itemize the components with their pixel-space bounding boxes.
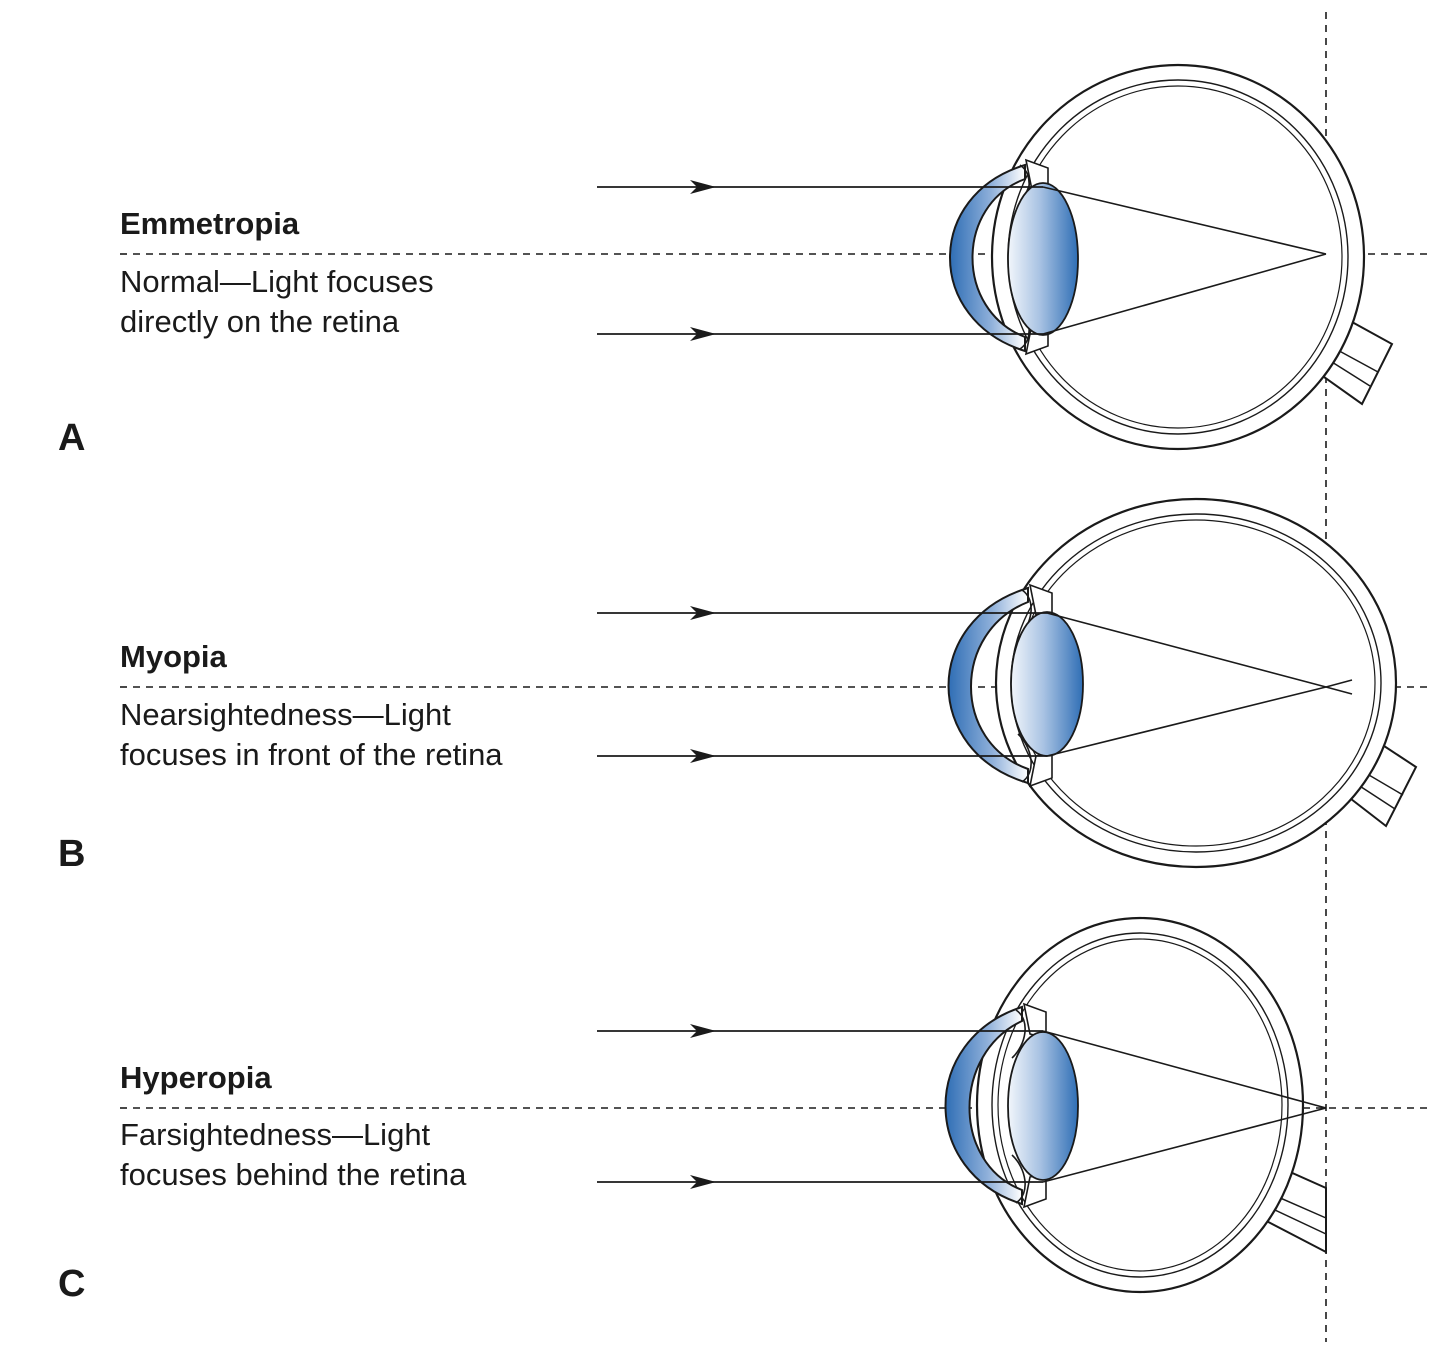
description-line: focuses behind the retina: [120, 1157, 467, 1192]
ray-arrow: [690, 749, 716, 763]
panel-b-letter: B: [58, 833, 86, 875]
description-line: Normal—Light focuses: [120, 264, 434, 299]
panel-b-description: Nearsightedness—Light focuses in front o…: [120, 695, 503, 775]
refracted-ray: [1042, 186, 1327, 255]
diverging-ray: [1325, 679, 1353, 688]
panel-a-title: Emmetropia: [120, 206, 300, 241]
diverging-ray: [1325, 686, 1353, 695]
refracted-ray: [1042, 1030, 1327, 1109]
ray-arrow: [690, 1024, 716, 1038]
refracted-ray: [1042, 1107, 1327, 1183]
panel-c-title: Hyperopia: [120, 1060, 272, 1095]
eye-emmetropia: [120, 63, 1432, 451]
ray-arrow: [690, 606, 716, 620]
sclera: [994, 497, 1398, 869]
cornea: [949, 163, 1026, 353]
lens: [1007, 1031, 1079, 1181]
panel-a-description: Normal—Light focuses directly on the ret…: [120, 262, 434, 342]
panel-a-letter: A: [58, 417, 86, 459]
panel-b-title: Myopia: [120, 639, 227, 674]
description-line: directly on the retina: [120, 304, 400, 339]
refracted-ray: [1046, 686, 1327, 757]
optic-nerve: [1316, 321, 1394, 406]
refracted-ray: [1042, 253, 1327, 335]
description-line: Farsightedness—Light: [120, 1117, 431, 1152]
ray-arrow: [690, 327, 716, 341]
cornea: [944, 1005, 1023, 1206]
ray-arrow: [690, 1175, 716, 1189]
optic-nerve: [1341, 741, 1418, 828]
eye-hyperopia: [120, 916, 1432, 1294]
description-line: focuses in front of the retina: [120, 737, 503, 772]
lens: [1010, 611, 1084, 757]
description-line: Nearsightedness—Light: [120, 697, 451, 732]
ray-arrow: [690, 180, 716, 194]
panel-c-description: Farsightedness—Light focuses behind the …: [120, 1115, 466, 1195]
retina: [991, 932, 1289, 1278]
sclera: [975, 916, 1305, 1294]
cornea: [947, 586, 1029, 785]
sclera: [990, 63, 1366, 451]
refracted-ray: [1046, 612, 1327, 688]
lens: [1007, 182, 1079, 336]
eye-myopia: [120, 497, 1432, 869]
panel-c-letter: C: [58, 1263, 86, 1305]
